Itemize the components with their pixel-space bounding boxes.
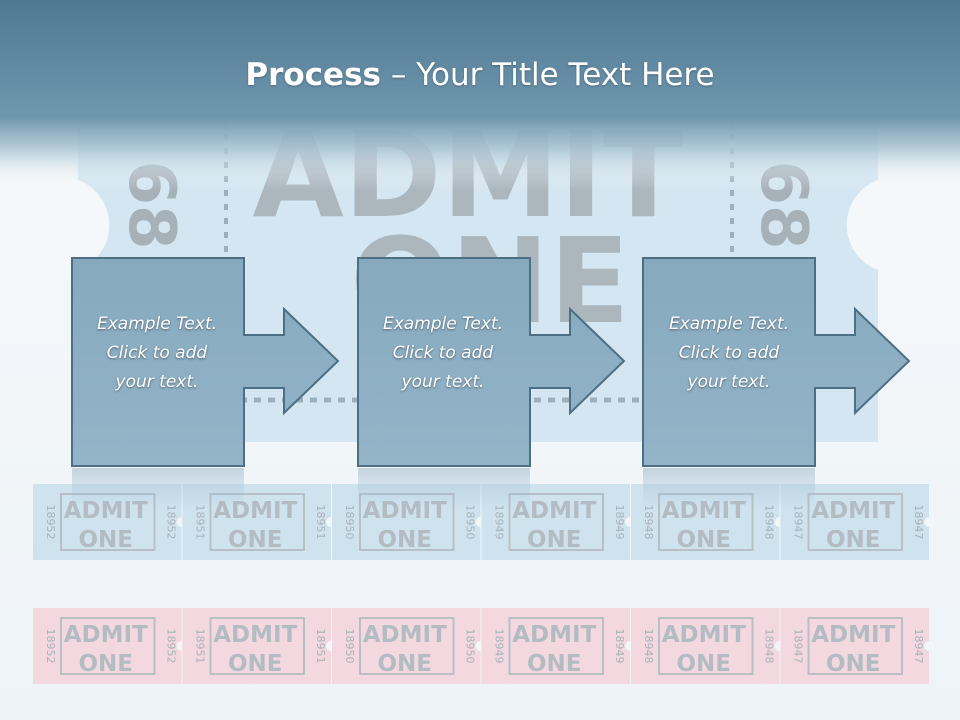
blue-strip-ticket-word-admit: ADMIT bbox=[811, 498, 895, 524]
title-rest: – Your Title Text Here bbox=[381, 57, 715, 93]
pink-strip-ticket-number: 18951 bbox=[314, 629, 327, 664]
step-2-line-2: Click to add bbox=[392, 343, 494, 363]
step-3-arrow-box[interactable] bbox=[642, 257, 911, 467]
pink-strip-ticket-number: 18948 bbox=[642, 629, 655, 664]
pink-strip-ticket-word-one: ONE bbox=[377, 651, 432, 677]
pink-strip-ticket-number: 18948 bbox=[763, 629, 776, 664]
step-3-line-1: Example Text. bbox=[668, 314, 790, 334]
pink-strip-ticket-word-admit: ADMIT bbox=[213, 622, 297, 648]
blue-strip-ticket-number: 18948 bbox=[642, 505, 655, 540]
pink-strip-ticket-number: 18949 bbox=[613, 629, 626, 664]
pink-strip-ticket-number: 18950 bbox=[464, 629, 477, 664]
title-bold: Process bbox=[245, 57, 381, 93]
pink-strip-ticket-number: 18951 bbox=[194, 629, 207, 664]
step-1-arrow-box[interactable] bbox=[71, 257, 340, 467]
pink-strip-ticket-word-one: ONE bbox=[826, 651, 881, 677]
slide-title[interactable]: Process – Your Title Text Here bbox=[0, 52, 960, 98]
step-2-text[interactable]: Example Text. Click to add your text. bbox=[357, 310, 529, 397]
pink-strip-ticket: ADMIT ONE 18951 18951 bbox=[182, 608, 336, 684]
step-3-line-3: your text. bbox=[687, 372, 771, 392]
pink-strip-ticket: ADMIT ONE 18950 18950 bbox=[332, 608, 486, 684]
step-2-arrow-box[interactable] bbox=[357, 257, 626, 467]
pink-strip-ticket-number: 18950 bbox=[343, 629, 356, 664]
step-1-text[interactable]: Example Text. Click to add your text. bbox=[71, 310, 243, 397]
blue-strip-ticket-word-one: ONE bbox=[676, 527, 731, 553]
blue-strip-ticket-number: 18947 bbox=[912, 505, 925, 540]
step-3-line-2: Click to add bbox=[678, 343, 780, 363]
pink-strip-ticket-word-one: ONE bbox=[527, 651, 582, 677]
step-1-shape[interactable] bbox=[71, 257, 340, 508]
blue-strip-ticket-number: 18949 bbox=[493, 505, 506, 540]
pink-strip-ticket-number: 18947 bbox=[912, 629, 925, 664]
pink-strip-ticket-word-admit: ADMIT bbox=[811, 622, 895, 648]
blue-strip-ticket-number: 18951 bbox=[194, 505, 207, 540]
pink-strip-ticket: ADMIT ONE 18952 18952 bbox=[33, 608, 187, 684]
blue-strip-ticket-number: 18950 bbox=[343, 505, 356, 540]
pink-strip-ticket: ADMIT ONE 18947 18947 bbox=[780, 608, 934, 684]
pink-strip-ticket-word-admit: ADMIT bbox=[512, 622, 596, 648]
step-1-line-1: Example Text. bbox=[96, 314, 218, 334]
step-1-line-2: Click to add bbox=[106, 343, 208, 363]
blue-strip-ticket-number: 18947 bbox=[792, 505, 805, 540]
blue-strip-ticket-number: 18949 bbox=[613, 505, 626, 540]
pink-strip-ticket-word-admit: ADMIT bbox=[662, 622, 746, 648]
pink-strip-ticket-word-one: ONE bbox=[228, 651, 283, 677]
pink-strip-ticket-word-admit: ADMIT bbox=[363, 622, 447, 648]
pink-strip-ticket-number: 18947 bbox=[792, 629, 805, 664]
pink-strip-ticket-number: 18949 bbox=[493, 629, 506, 664]
process-steps bbox=[71, 257, 911, 508]
step-1-line-3: your text. bbox=[115, 372, 199, 392]
step-3-shape[interactable] bbox=[642, 257, 911, 508]
blue-strip-ticket-word-one: ONE bbox=[78, 527, 133, 553]
blue-strip-ticket-number: 18948 bbox=[763, 505, 776, 540]
blue-strip-ticket-word-one: ONE bbox=[527, 527, 582, 553]
pink-strip-ticket-word-admit: ADMIT bbox=[64, 622, 148, 648]
pink-strip-ticket-word-one: ONE bbox=[676, 651, 731, 677]
pink-strip-ticket-number: 18952 bbox=[44, 629, 57, 664]
pink-strip-ticket: ADMIT ONE 18948 18948 bbox=[631, 608, 785, 684]
blue-strip-ticket-number: 18952 bbox=[44, 505, 57, 540]
step-2-line-3: your text. bbox=[401, 372, 485, 392]
pink-strip-ticket-word-one: ONE bbox=[78, 651, 133, 677]
blue-strip-ticket-number: 18950 bbox=[464, 505, 477, 540]
step-3-text[interactable]: Example Text. Click to add your text. bbox=[643, 310, 815, 397]
step-2-line-1: Example Text. bbox=[382, 314, 504, 334]
blue-strip-ticket-word-one: ONE bbox=[826, 527, 881, 553]
pink-strip-ticket: ADMIT ONE 18949 18949 bbox=[481, 608, 635, 684]
pink-strip-ticket-number: 18952 bbox=[165, 629, 178, 664]
blue-strip-ticket-word-one: ONE bbox=[228, 527, 283, 553]
blue-strip-ticket-word-one: ONE bbox=[377, 527, 432, 553]
step-2-shape[interactable] bbox=[357, 257, 626, 508]
blue-strip-ticket: ADMIT ONE 18947 18947 bbox=[780, 484, 934, 560]
header-band bbox=[0, 0, 960, 190]
blue-strip-ticket-number: 18951 bbox=[314, 505, 327, 540]
blue-strip-ticket-number: 18952 bbox=[165, 505, 178, 540]
